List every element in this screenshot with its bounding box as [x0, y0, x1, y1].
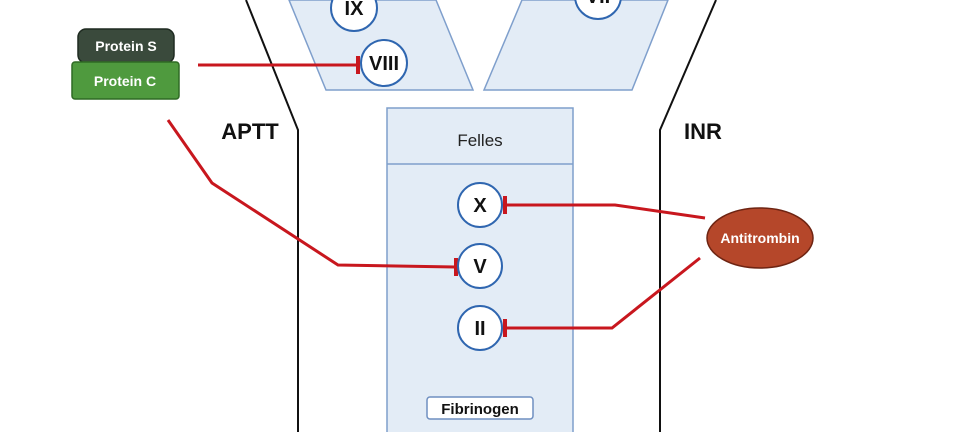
factor-viii-label: VIII: [369, 53, 399, 75]
aptt-funnel-line: [245, 0, 299, 432]
fibrinogen-box: [426, 396, 534, 420]
factor-v-node: [457, 243, 503, 289]
protein-c-v-inhibition: [166, 119, 456, 269]
protein-c-label: Protein C: [94, 73, 156, 89]
inr-funnel-line: [659, 0, 717, 432]
factor-vii-label: VII: [586, 0, 610, 8]
factor-x-label: X: [473, 195, 487, 217]
factor-ii-node: [457, 305, 503, 351]
antithrombin-label: Antitrombin: [720, 230, 799, 246]
factor-ix-label: IX: [345, 0, 365, 20]
factor-v-label: V: [473, 256, 487, 278]
factor-ix-node: [330, 0, 378, 32]
common-pathway-label: Felles: [457, 131, 502, 150]
factor-ii-label: II: [474, 318, 485, 340]
aptt-label: APTT: [221, 119, 279, 144]
extrinsic-panel: [482, 0, 669, 91]
factor-viii-node: [360, 39, 408, 87]
factor-x-node: [457, 182, 503, 228]
antithrombin-ii-inhibition: [505, 256, 701, 330]
antithrombin-x-inhibition: [505, 203, 706, 220]
factor-vii-node: [574, 0, 622, 20]
inr-label: INR: [684, 119, 722, 144]
protein-s-label: Protein S: [95, 38, 156, 54]
protein-c-box: [71, 61, 180, 100]
antithrombin-node: [706, 207, 814, 269]
fibrinogen-label: Fibrinogen: [441, 401, 519, 418]
